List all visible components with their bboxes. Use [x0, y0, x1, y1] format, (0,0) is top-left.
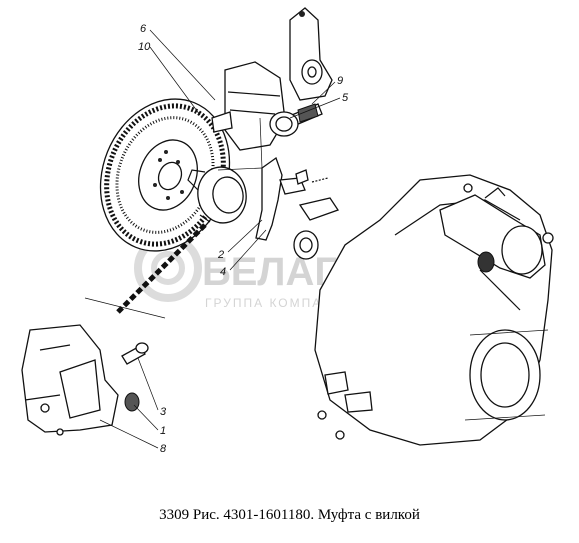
- leader-lines: [99, 29, 341, 449]
- callout-4: 4: [220, 266, 226, 278]
- fork-shaft-detail: [21, 324, 149, 436]
- shaft-with-bushings: [269, 103, 323, 137]
- callout-1: 1: [160, 425, 166, 437]
- callout-3: 3: [160, 406, 167, 418]
- callout-labels: 6 10 9 5 2 4 3 1 8: [138, 23, 349, 455]
- callout-5: 5: [342, 92, 349, 104]
- release-fork: [255, 156, 340, 260]
- slave-cylinder: [439, 183, 554, 311]
- clutch-housing: [314, 174, 553, 446]
- release-bearing: [187, 166, 247, 224]
- callout-2: 2: [217, 249, 224, 261]
- callout-9: 9: [337, 75, 343, 87]
- fork-assembly-upper: [211, 7, 333, 151]
- callout-10: 10: [138, 41, 151, 53]
- callout-6: 6: [140, 23, 147, 35]
- watermark-subtitle: ГРУППА КОМПАНИЙ: [205, 295, 354, 310]
- assembly-lines: [84, 117, 263, 319]
- figure-caption: 3309 Рис. 4301-1601180. Муфта с вилкой: [159, 507, 420, 523]
- callout-8: 8: [160, 443, 167, 455]
